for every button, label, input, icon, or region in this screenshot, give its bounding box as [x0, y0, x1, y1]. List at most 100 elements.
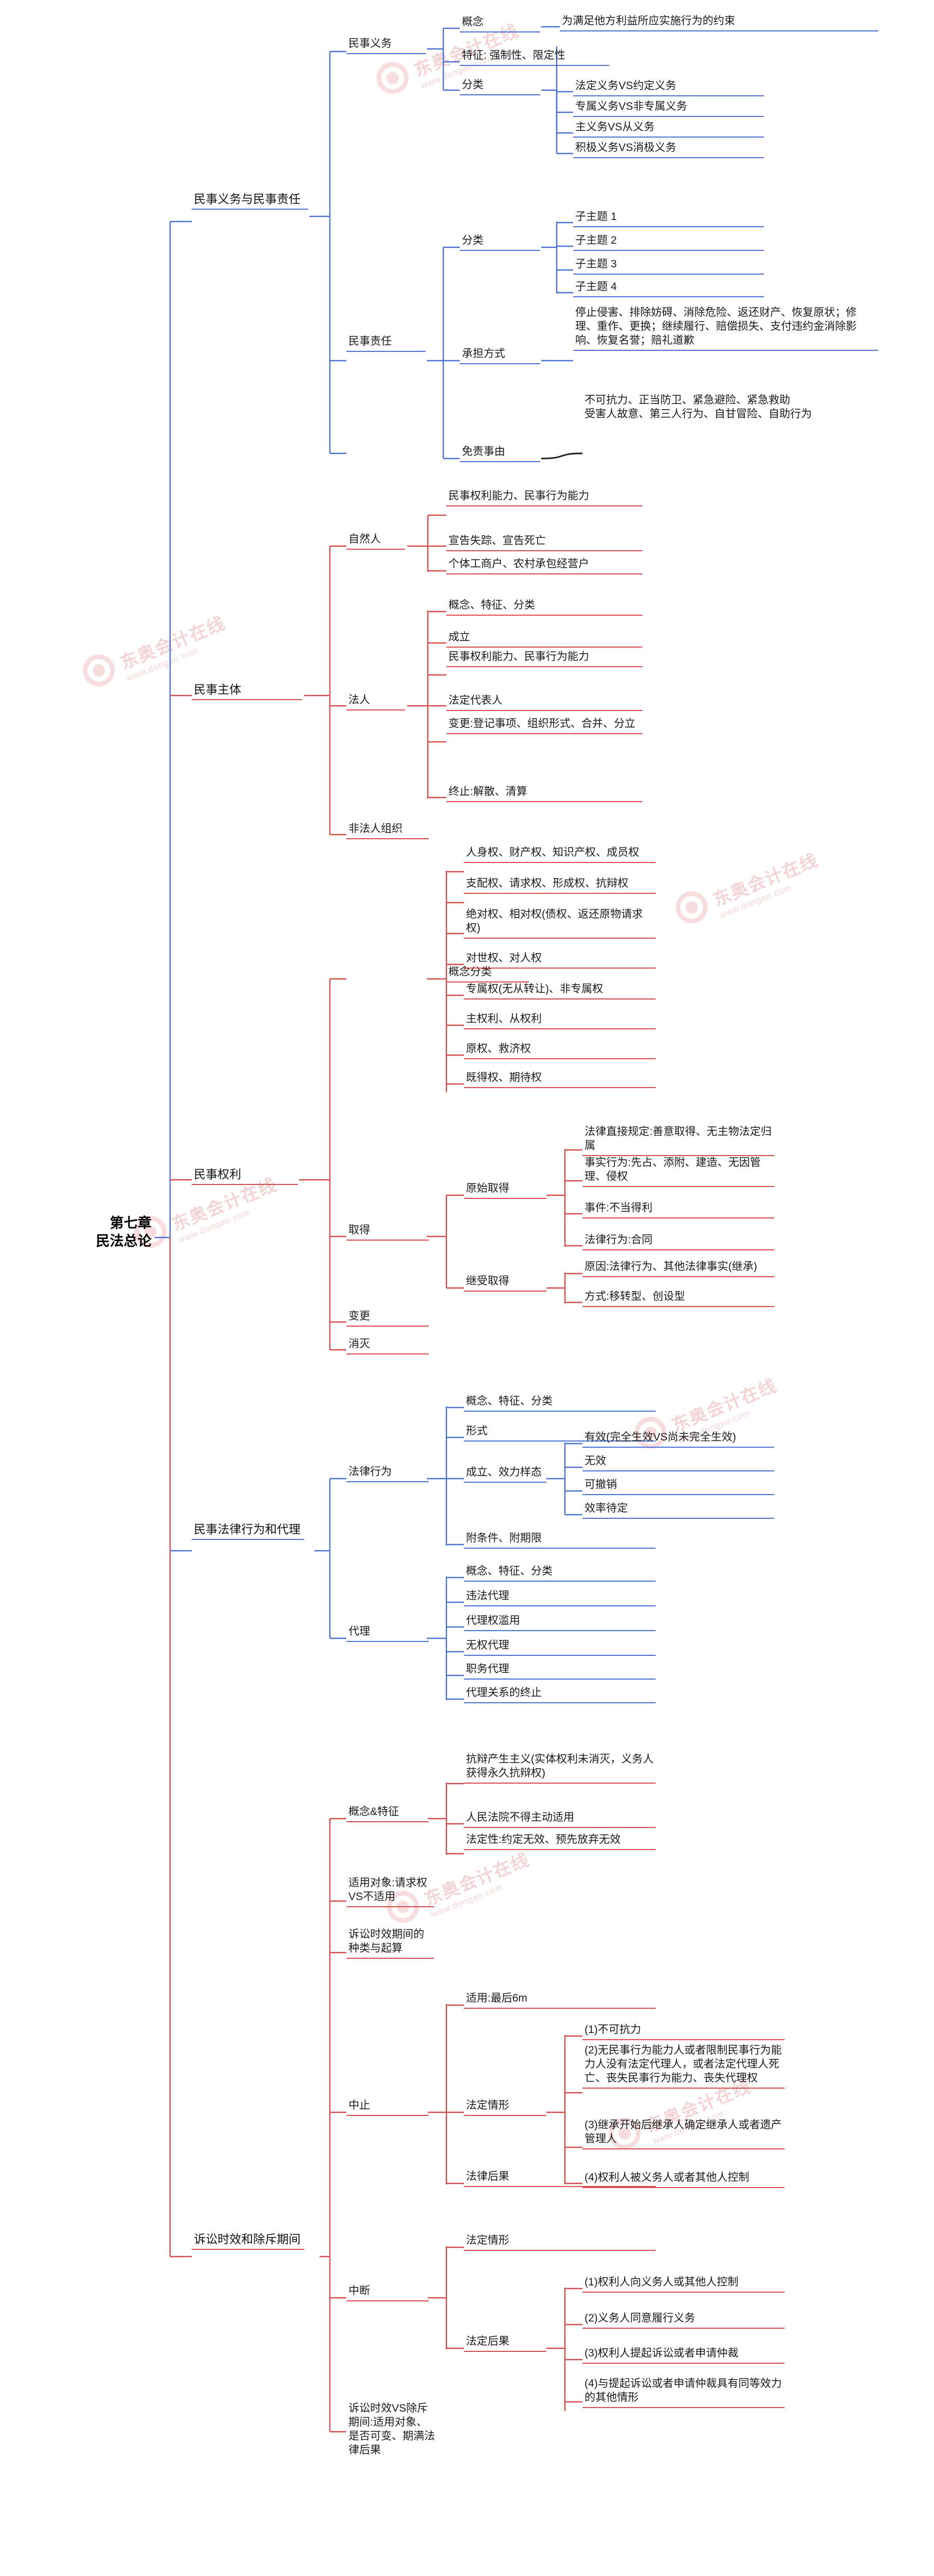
node-act-condition-term[interactable]: 附条件、附期限: [464, 1531, 656, 1549]
node-rights-change[interactable]: 变更: [346, 1309, 429, 1327]
node-declare-missing-death[interactable]: 宣告失踪、宣告死亡: [446, 533, 642, 551]
root-node[interactable]: 第七章 民法总论: [96, 1215, 152, 1249]
node-applicable-object[interactable]: 适用对象:请求权VS不适用: [346, 1875, 434, 1907]
node-court-not-apply[interactable]: 人民法院不得主动适用: [464, 1810, 656, 1828]
node-individual-business[interactable]: 个体工商户、农村承包经营户: [446, 556, 642, 574]
node-suspension-case-2[interactable]: (2)无民事行为能力人或者限制民事行为能力人没有法定代理人，或者法定代理人死亡、…: [582, 2043, 785, 2089]
node-unauthorized-agency[interactable]: 无权代理: [464, 1638, 656, 1656]
node-natural-capacity[interactable]: 民事权利能力、民事行为能力: [446, 488, 642, 506]
node-suspension-statutory[interactable]: 法定情形: [464, 2098, 546, 2116]
node-illegal-agency[interactable]: 违法代理: [464, 1588, 656, 1606]
node-natural-person[interactable]: 自然人: [346, 532, 405, 550]
node-interruption-case-3[interactable]: (3)权利人提起诉讼或者申请仲裁: [582, 2346, 785, 2364]
node-validity-void[interactable]: 无效: [582, 1453, 774, 1471]
node-right-class-2[interactable]: 支配权、请求权、形成权、抗辩权: [464, 876, 656, 894]
node-interruption[interactable]: 中断: [346, 2283, 429, 2301]
watermark-logo-icon: [671, 886, 713, 928]
node-legal-capacity[interactable]: 民事权利能力、民事行为能力: [446, 649, 642, 667]
node-agency-termination[interactable]: 代理关系的终止: [464, 1685, 656, 1703]
node-subtopic-1[interactable]: 子主题 1: [573, 209, 764, 227]
node-exemption-detail[interactable]: 不可抗力、正当防卫、紧急避险、紧急救助 受害人故意、第三人行为、自甘冒险、自助行…: [585, 394, 812, 420]
node-original-2[interactable]: 事实行为:先占、添附、建造、无因管理、侵权: [582, 1155, 774, 1187]
node-civil-duty[interactable]: 民事义务: [346, 36, 426, 54]
node-civil-liability[interactable]: 民事责任: [346, 334, 426, 352]
node-concept[interactable]: 概念: [460, 14, 540, 32]
node-duty-class-1[interactable]: 法定义务VS约定义务: [573, 78, 764, 96]
node-legal-person[interactable]: 法人: [346, 692, 405, 710]
node-right-class-6[interactable]: 主权利、从权利: [464, 1011, 656, 1029]
watermark-sub-text: www.dongao.com: [125, 645, 200, 684]
node-subtopic-4[interactable]: 子主题 4: [573, 279, 764, 297]
node-derivative-acquisition[interactable]: 继受取得: [464, 1274, 546, 1292]
node-act-concept[interactable]: 概念、特征、分类: [464, 1394, 656, 1412]
node-concept-classification[interactable]: 概念分类: [446, 964, 529, 982]
node-suspension-case-3[interactable]: (3)继承开始后继承人确定继承人或者遗产管理人: [582, 2117, 785, 2149]
node-original-4[interactable]: 法律行为:合同: [582, 1232, 774, 1250]
node-interruption-case-1[interactable]: (1)权利人向义务人或其他人控制: [582, 2275, 785, 2293]
node-suspension[interactable]: 中止: [346, 2098, 429, 2116]
node-duty-classification[interactable]: 分类: [460, 77, 540, 95]
node-suspension-case-4[interactable]: (4)权利人被义务人或者其他人控制: [582, 2170, 785, 2188]
node-civil-duty-and-liability[interactable]: 民事义务与民事责任: [192, 191, 308, 210]
node-liability-methods[interactable]: 承担方式: [460, 346, 540, 364]
node-acquisition[interactable]: 取得: [346, 1223, 429, 1241]
node-duty-class-2[interactable]: 专属义务VS非专属义务: [573, 99, 764, 117]
node-original-3[interactable]: 事件:不当得利: [582, 1200, 774, 1218]
node-agency[interactable]: 代理: [346, 1624, 429, 1642]
node-interruption-effect[interactable]: 法定后果: [464, 2334, 546, 2352]
node-agency-abuse[interactable]: 代理权滥用: [464, 1613, 656, 1631]
node-civil-subject[interactable]: 民事主体: [192, 681, 302, 701]
node-suspension-applicable[interactable]: 适用:最后6m: [464, 1991, 656, 2009]
node-liability-classification[interactable]: 分类: [460, 233, 540, 251]
node-concept-and-features[interactable]: 概念&特征: [346, 1804, 429, 1822]
node-derivative-1[interactable]: 原因:法律行为、其他法律事实(继承): [582, 1259, 774, 1277]
node-validity-revocable[interactable]: 可撤销: [582, 1477, 774, 1495]
node-legal-change[interactable]: 变更:登记事项、组织形式、合并、分立: [446, 716, 642, 734]
node-agency-concept[interactable]: 概念、特征、分类: [464, 1564, 656, 1582]
node-exemption-reasons[interactable]: 免责事由: [460, 444, 540, 462]
node-right-class-1[interactable]: 人身权、财产权、知识产权、成员权: [464, 845, 656, 863]
node-act-validity[interactable]: 成立、效力样态: [464, 1465, 546, 1483]
watermark-logo-icon: [372, 57, 414, 99]
node-interruption-case-2[interactable]: (2)义务人同意履行义务: [582, 2311, 785, 2329]
node-juristic-act-and-agency[interactable]: 民事法律行为和代理: [192, 1521, 304, 1540]
node-subtopic-2[interactable]: 子主题 2: [573, 233, 764, 251]
node-validity-effective[interactable]: 有效(完全生效VS尚未完全生效): [582, 1430, 774, 1448]
node-unincorporated-org[interactable]: 非法人组织: [346, 821, 429, 839]
node-limitation-vs-exclusion[interactable]: 诉讼时效VS除斥期间:适用对象、是否可变、期满法律后果: [348, 2402, 435, 2456]
node-right-class-3[interactable]: 绝对权、相对权(债权、返还原物请求权): [464, 907, 656, 939]
node-statutory-nature[interactable]: 法定性:约定无效、预先放弃无效: [464, 1832, 656, 1850]
node-right-class-7[interactable]: 原权、救济权: [464, 1041, 656, 1059]
watermark-sub-text: www.dongao.com: [177, 1207, 252, 1245]
node-limitation-types[interactable]: 诉讼时效期间的种类与起算: [346, 1927, 434, 1959]
node-duty-class-4[interactable]: 积极义务VS消极义务: [573, 140, 764, 158]
node-legal-establish[interactable]: 成立: [446, 630, 642, 648]
node-legal-terminate[interactable]: 终止:解散、清算: [446, 784, 642, 802]
node-concept-detail[interactable]: 为满足他方利益所应实施行为的约束: [560, 13, 878, 31]
node-duty-class-3[interactable]: 主义务VS从义务: [573, 120, 764, 138]
node-rights-extinction[interactable]: 消灭: [346, 1336, 429, 1354]
node-interruption-case-4[interactable]: (4)与提起诉讼或者申请仲裁具有同等效力的其他情形: [582, 2376, 785, 2408]
node-suspension-effect[interactable]: 法律后果: [464, 2169, 656, 2187]
node-validity-pending[interactable]: 效率待定: [582, 1501, 774, 1519]
node-legal-concept[interactable]: 概念、特征、分类: [446, 598, 642, 616]
node-duty-features[interactable]: 特征: 强制性、限定性: [460, 48, 609, 66]
node-act-form[interactable]: 形式: [464, 1423, 656, 1442]
node-defense-right[interactable]: 抗辩产生主义(实体权利未消灭，义务人获得永久抗辩权): [464, 1752, 656, 1784]
node-civil-rights[interactable]: 民事权利: [192, 1166, 298, 1185]
node-suspension-case-1[interactable]: (1)不可抗力: [582, 2022, 785, 2040]
node-right-class-5[interactable]: 专属权(无从转让)、非专属权: [464, 981, 656, 999]
node-right-class-4[interactable]: 对世权、对人权: [464, 951, 656, 969]
watermark-sub-text: www.dongao.com: [429, 1882, 504, 1920]
node-subtopic-3[interactable]: 子主题 3: [573, 257, 764, 275]
node-職務-agency[interactable]: 职务代理: [464, 1662, 656, 1680]
node-interruption-statutory[interactable]: 法定情形: [464, 2233, 656, 2251]
node-limitation-and-exclusion[interactable]: 诉讼时效和除斥期间: [192, 2231, 304, 2250]
node-derivative-2[interactable]: 方式:移转型、创设型: [582, 1289, 774, 1307]
node-right-class-8[interactable]: 既得权、期待权: [464, 1070, 656, 1088]
node-legal-representative[interactable]: 法定代表人: [446, 693, 642, 711]
node-juristic-act[interactable]: 法律行为: [346, 1464, 429, 1482]
node-liability-methods-detail[interactable]: 停止侵害、排除妨碍、消除危险、返还财产、恢复原状；修理、重作、更换；继续履行、赔…: [573, 305, 878, 351]
node-original-1[interactable]: 法律直接规定:善意取得、无主物法定归属: [582, 1124, 774, 1156]
node-original-acquisition[interactable]: 原始取得: [464, 1181, 546, 1199]
